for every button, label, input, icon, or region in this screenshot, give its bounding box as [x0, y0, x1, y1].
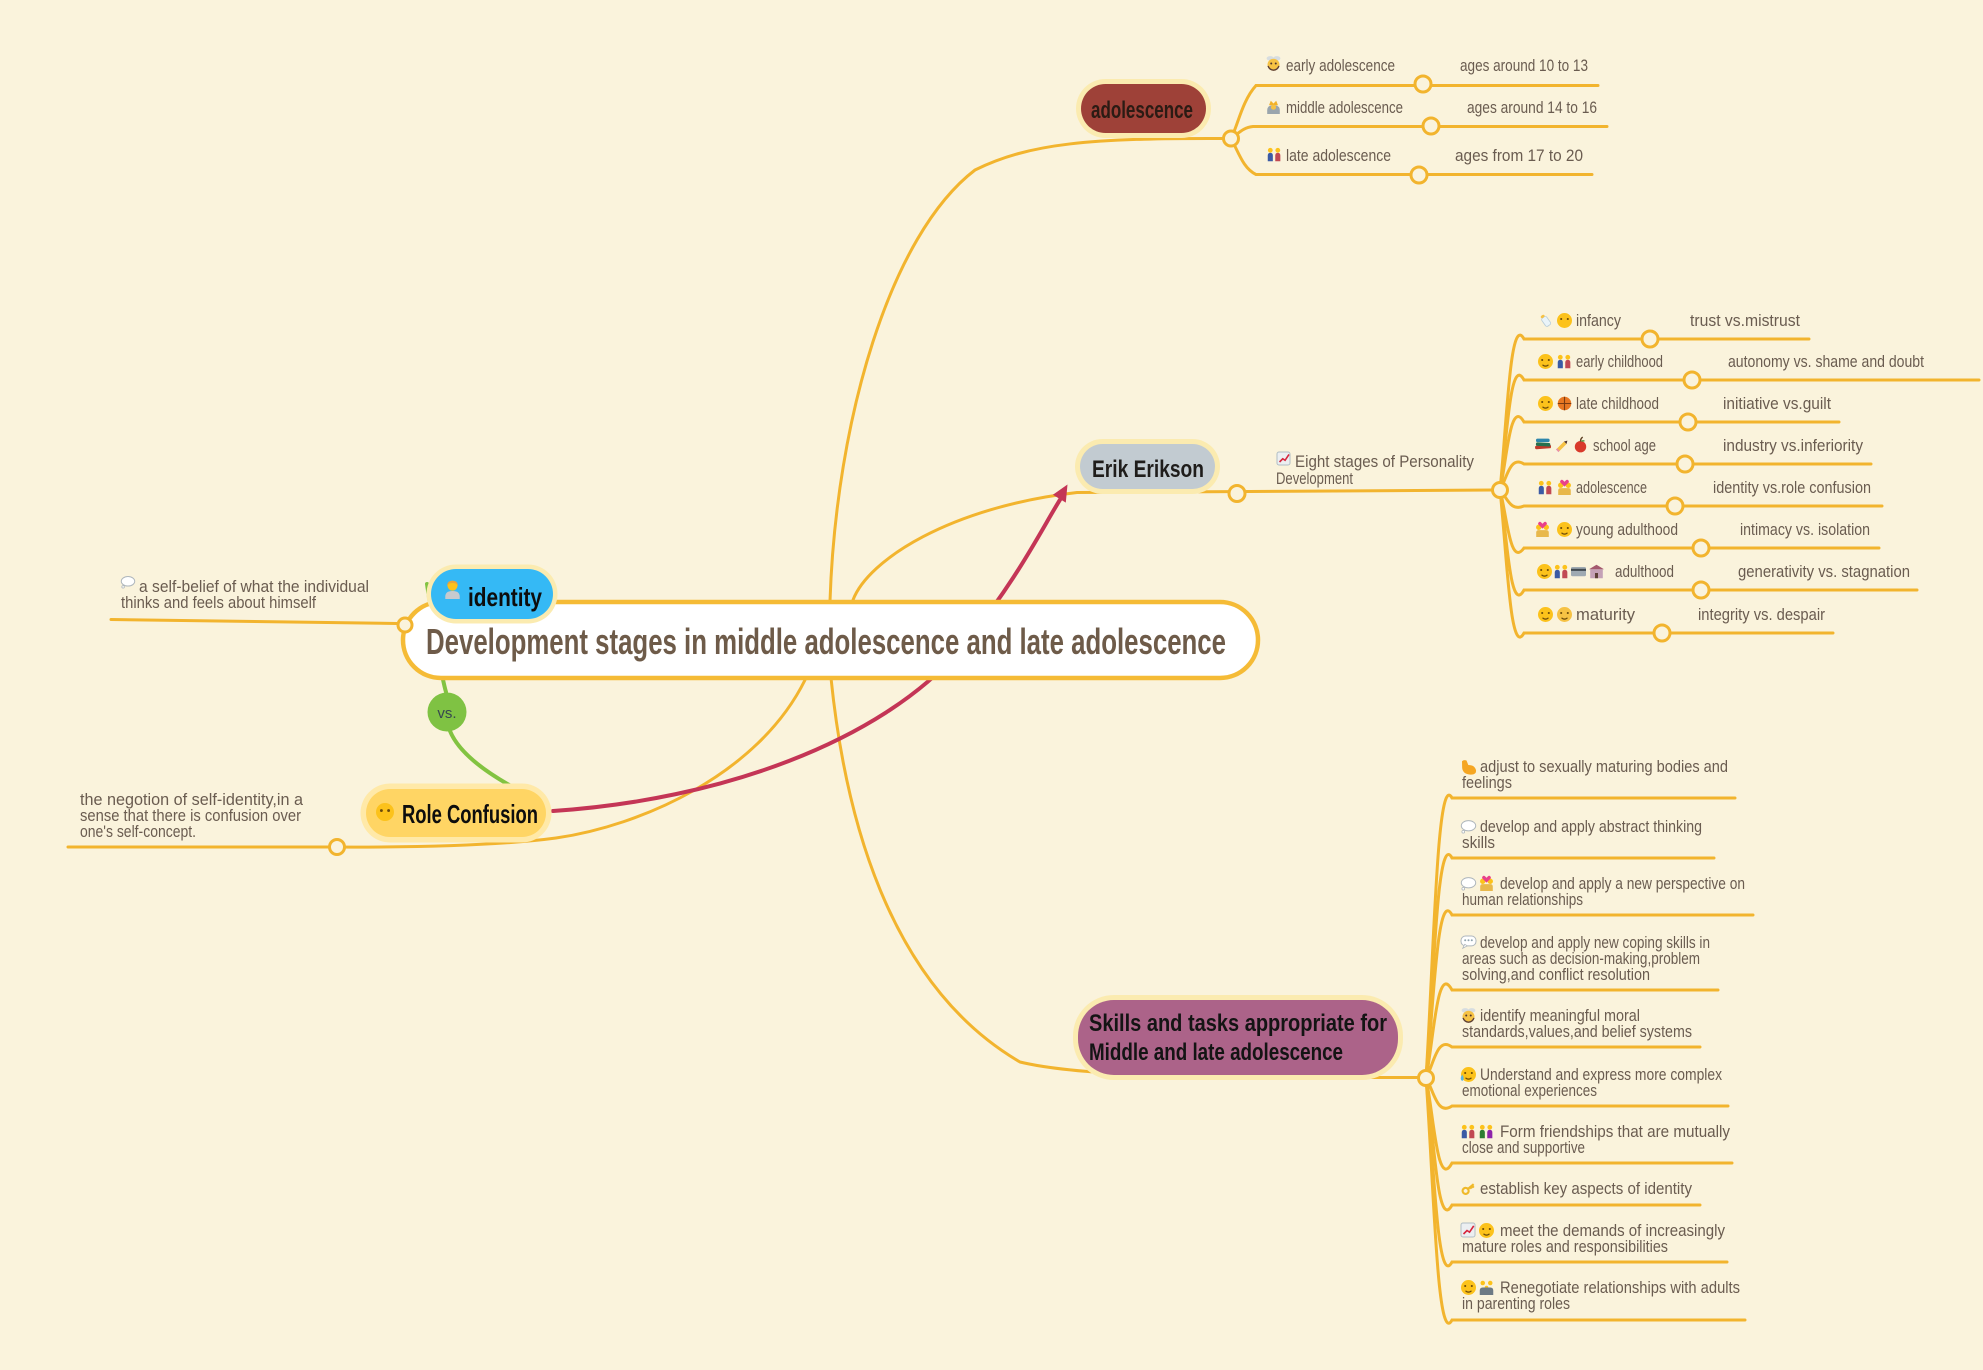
svg-text:thinks and feels about himself: thinks and feels about himself: [121, 593, 316, 612]
svg-text:sense that there is confusion: sense that there is confusion over: [80, 806, 301, 825]
svg-text:integrity vs. despair: integrity vs. despair: [1698, 605, 1825, 624]
svg-text:late adolescence: late adolescence: [1286, 146, 1391, 165]
svg-text:identity: identity: [468, 582, 542, 612]
svg-text:adolescence: adolescence: [1576, 478, 1647, 497]
svg-text:infancy: infancy: [1576, 311, 1621, 330]
svg-text:Form friendships that are mutu: Form friendships that are mutually: [1500, 1122, 1730, 1141]
svg-text:intimacy vs. isolation: intimacy vs. isolation: [1740, 520, 1870, 539]
svg-text:middle adolescence: middle adolescence: [1286, 98, 1403, 117]
svg-text:early childhood: early childhood: [1576, 352, 1663, 371]
svg-text:adulthood: adulthood: [1615, 562, 1674, 581]
svg-text:industry vs.inferiority: industry vs.inferiority: [1723, 436, 1863, 455]
svg-text:school age: school age: [1593, 436, 1656, 455]
svg-text:human relationships: human relationships: [1462, 890, 1583, 909]
svg-text:develop and apply abstract thi: develop and apply abstract thinking: [1480, 817, 1702, 836]
svg-text:Eight stages of Personality: Eight stages of Personality: [1295, 452, 1474, 471]
svg-text:adjust to sexually maturing bo: adjust to sexually maturing bodies and: [1480, 757, 1728, 776]
svg-text:identity vs.role confusion: identity vs.role confusion: [1713, 478, 1871, 497]
svg-text:ages from 17 to 20: ages from 17 to 20: [1455, 146, 1583, 165]
svg-text:identify meaningful moral: identify meaningful moral: [1480, 1006, 1640, 1025]
svg-text:establish key aspects of ident: establish key aspects of identity: [1480, 1179, 1692, 1198]
svg-text:solving,and conflict resolutio: solving,and conflict resolution: [1462, 965, 1650, 984]
svg-text:areas such as decision-making,: areas such as decision-making,problem: [1462, 949, 1700, 968]
svg-text:vs.: vs.: [437, 705, 456, 722]
svg-text:autonomy vs. shame and doubt: autonomy vs. shame and doubt: [1728, 352, 1924, 371]
svg-text:meet the demands of increasing: meet the demands of increasingly: [1500, 1221, 1725, 1240]
svg-text:skills: skills: [1462, 833, 1495, 852]
svg-text:Development stages in middle a: Development stages in middle adolescence…: [426, 621, 1226, 662]
svg-text:trust vs.mistrust: trust vs.mistrust: [1690, 311, 1800, 330]
svg-text:Middle and late adolescence: Middle and late adolescence: [1089, 1039, 1343, 1066]
svg-text:Skills and tasks appropriate f: Skills and tasks appropriate for: [1089, 1010, 1387, 1037]
svg-text:early adolescence: early adolescence: [1286, 56, 1395, 75]
svg-text:young adulthood: young adulthood: [1576, 520, 1678, 539]
svg-text:in parenting roles: in parenting roles: [1462, 1294, 1570, 1313]
svg-text:develop and apply a new perspe: develop and apply a new perspective on: [1500, 874, 1745, 893]
svg-text:Renegotiate relationships with: Renegotiate relationships with adults: [1500, 1278, 1740, 1297]
svg-text:feelings: feelings: [1462, 773, 1512, 792]
svg-text:Development: Development: [1276, 469, 1353, 488]
svg-text:mature roles and responsibilit: mature roles and responsibilities: [1462, 1237, 1668, 1256]
svg-text:initiative vs.guilt: initiative vs.guilt: [1723, 394, 1831, 413]
svg-text:a self-belief of what the indi: a self-belief of what the individual: [139, 577, 369, 596]
svg-text:Understand and express more co: Understand and express more complex: [1480, 1065, 1722, 1084]
svg-text:one's self-concept.: one's self-concept.: [80, 822, 196, 841]
svg-text:Erik Erikson: Erik Erikson: [1092, 456, 1204, 483]
svg-text:late childhood: late childhood: [1576, 394, 1659, 413]
svg-text:adolescence: adolescence: [1091, 97, 1193, 124]
svg-text:Role Confusion: Role Confusion: [402, 799, 538, 829]
svg-text:standards,values,and belief sy: standards,values,and belief systems: [1462, 1022, 1692, 1041]
svg-text:maturity: maturity: [1576, 605, 1635, 624]
svg-text:close and supportive: close and supportive: [1462, 1138, 1585, 1157]
svg-text:the negotion of self-identity,: the negotion of self-identity,in a: [80, 790, 304, 809]
svg-text:ages around 14 to 16: ages around 14 to 16: [1467, 98, 1597, 117]
svg-text:emotional experiences: emotional experiences: [1462, 1081, 1597, 1100]
svg-text:generativity vs. stagnation: generativity vs. stagnation: [1738, 562, 1910, 581]
svg-text:develop and apply new coping s: develop and apply new coping skills in: [1480, 933, 1710, 952]
svg-text:ages around 10 to 13: ages around 10 to 13: [1460, 56, 1588, 75]
